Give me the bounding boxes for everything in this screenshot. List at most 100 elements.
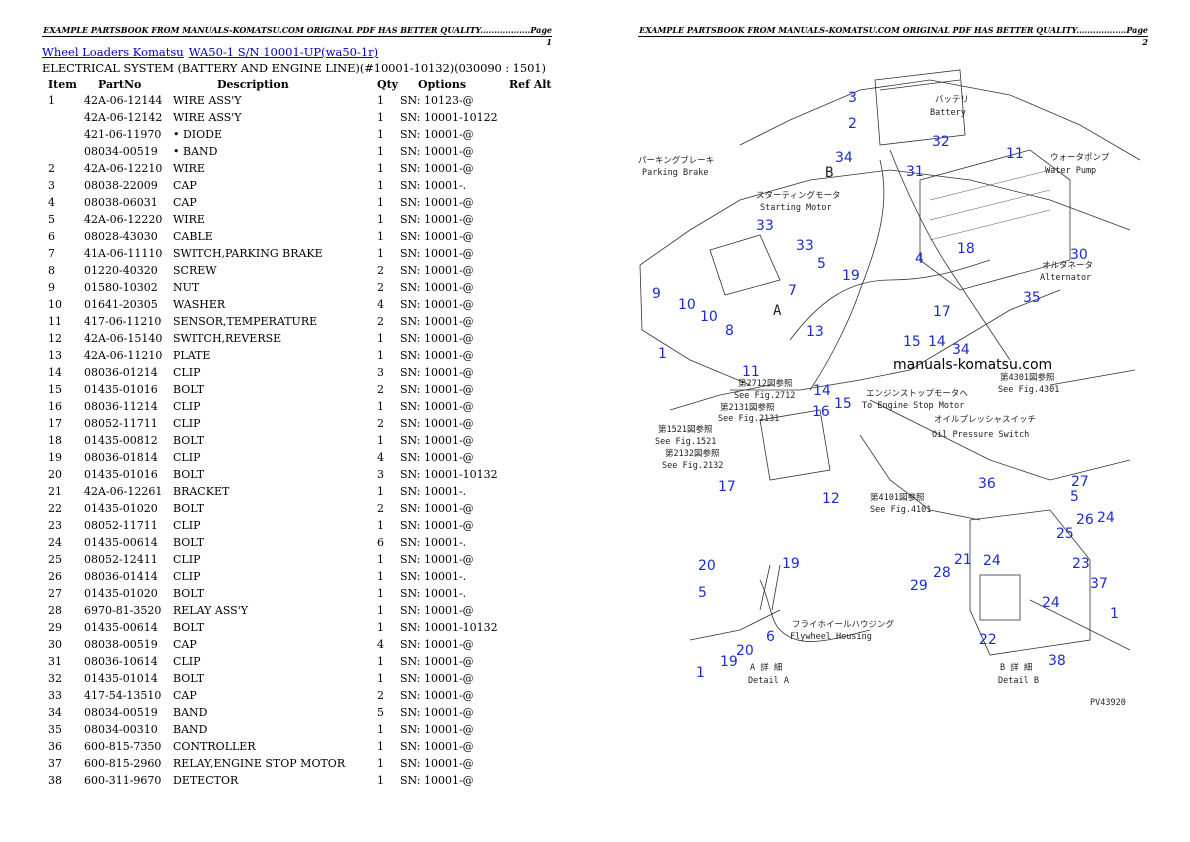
cell-quantity: 5 xyxy=(377,706,384,719)
cell-options: SN: 10001-@ xyxy=(400,332,474,345)
label-fig4101-jp: 第4101図参照 xyxy=(870,492,925,503)
cell-options: SN: 10001-@ xyxy=(400,315,474,328)
cell-item-number: 13 xyxy=(48,349,62,362)
cell-part-number: 6970-81-3520 xyxy=(84,604,162,617)
callout-number: 29 xyxy=(910,578,928,594)
breadcrumb-category-link[interactable]: Wheel Loaders Komatsu xyxy=(42,45,184,59)
relay-shape xyxy=(979,574,1021,621)
cell-ref-alt xyxy=(509,126,552,143)
cell-part-number: 08038-00519 xyxy=(84,638,158,651)
detail-a-shape xyxy=(689,609,781,641)
column-header-partno: PartNo xyxy=(98,77,142,91)
cell-description: CLIP xyxy=(173,417,201,430)
label-starting-motor: Starting Motor xyxy=(760,203,832,213)
cell-quantity: 1 xyxy=(377,94,384,107)
cell-ref-alt xyxy=(509,92,552,109)
mark-a: A xyxy=(773,303,782,319)
cell-description: NUT xyxy=(173,281,200,294)
cell-options: SN: 10001-@ xyxy=(400,196,474,209)
label-fig2712: See Fig.2712 xyxy=(734,391,795,401)
callout-number: 1 xyxy=(658,346,667,362)
page-header-right: EXAMPLE PARTSBOOK FROM MANUALS-KOMATSU.C… xyxy=(638,24,1148,47)
cell-item-number: 2 xyxy=(48,162,55,175)
cell-description: CAP xyxy=(173,196,197,209)
cell-description: CABLE xyxy=(173,230,213,243)
cell-part-number: 42A-06-12142 xyxy=(84,111,163,124)
callout-number: 33 xyxy=(796,238,814,254)
cell-description: • BAND xyxy=(173,145,218,158)
label-fig1521: See Fig.1521 xyxy=(655,437,716,447)
cell-ref-alt xyxy=(509,262,552,279)
watermark: manuals-komatsu.com xyxy=(893,357,1053,373)
cell-item-number: 30 xyxy=(48,638,62,651)
cell-quantity: 1 xyxy=(377,196,384,209)
cell-description: CLIP xyxy=(173,366,201,379)
callout-number: 34 xyxy=(952,342,970,358)
cell-quantity: 1 xyxy=(377,349,384,362)
label-starting-motor-jp: スターティングモータ xyxy=(756,190,841,201)
callout-number: 38 xyxy=(1048,653,1066,669)
cell-item-number: 9 xyxy=(48,281,55,294)
column-header-item: Item xyxy=(48,77,77,91)
callout-number: 25 xyxy=(1056,526,1074,542)
cell-item-number: 10 xyxy=(48,298,62,311)
cell-description: RELAY ASS'Y xyxy=(173,604,248,617)
cell-options: SN: 10001-@ xyxy=(400,162,474,175)
harness-line xyxy=(809,159,885,391)
callout-number: 13 xyxy=(806,324,824,340)
cell-quantity: 1 xyxy=(377,740,384,753)
cell-description: CLIP xyxy=(173,655,201,668)
cell-quantity: 1 xyxy=(377,111,384,124)
label-detail-a: Detail A xyxy=(748,676,789,686)
cell-ref-alt xyxy=(509,381,552,398)
breadcrumb-model-link[interactable]: WA50-1 S/N 10001-UP(wa50-1r) xyxy=(188,45,379,59)
cell-description: WIRE xyxy=(173,162,205,175)
cell-quantity: 1 xyxy=(377,162,384,175)
cell-quantity: 1 xyxy=(377,672,384,685)
callout-number: 24 xyxy=(983,553,1001,569)
label-fig2131: See Fig.2131 xyxy=(718,414,779,424)
cell-ref-alt xyxy=(509,585,552,602)
cell-options: SN: 10001-10122 xyxy=(400,111,498,124)
battery-shape xyxy=(874,69,966,146)
label-detail-b-jp: B 詳 細 xyxy=(1000,662,1032,673)
callout-number: 33 xyxy=(756,218,774,234)
cell-item-number: 5 xyxy=(48,213,55,226)
cell-part-number: 01220-40320 xyxy=(84,264,158,277)
callout-number: 27 xyxy=(1071,474,1089,490)
cell-options: SN: 10001-. xyxy=(400,485,467,498)
cell-ref-alt xyxy=(509,534,552,551)
cell-options: SN: 10001-@ xyxy=(400,451,474,464)
callout-number: 19 xyxy=(782,556,800,572)
callout-number: 7 xyxy=(788,283,797,299)
callout-number: 20 xyxy=(698,558,716,574)
callout-number: 8 xyxy=(725,323,734,339)
cell-options: SN: 10001-@ xyxy=(400,145,474,158)
cell-ref-alt xyxy=(509,551,552,568)
cell-quantity: 1 xyxy=(377,757,384,770)
cell-options: SN: 10001-10132 xyxy=(400,468,498,481)
cell-description: BOLT xyxy=(173,434,205,447)
cell-options: SN: 10001-@ xyxy=(400,434,474,447)
cell-options: SN: 10001-10132 xyxy=(400,621,498,634)
cell-options: SN: 10123-@ xyxy=(400,94,474,107)
cell-item-number: 27 xyxy=(48,587,62,600)
cell-options: SN: 10001-. xyxy=(400,587,467,600)
cell-quantity: 2 xyxy=(377,383,384,396)
callout-number: 22 xyxy=(979,632,997,648)
cell-ref-alt xyxy=(509,670,552,687)
cell-part-number: 08036-11214 xyxy=(84,400,158,413)
cell-options: SN: 10001-@ xyxy=(400,689,474,702)
cell-part-number: 01435-01016 xyxy=(84,383,158,396)
cell-quantity: 1 xyxy=(377,774,384,787)
cell-part-number: 600-311-9670 xyxy=(84,774,162,787)
